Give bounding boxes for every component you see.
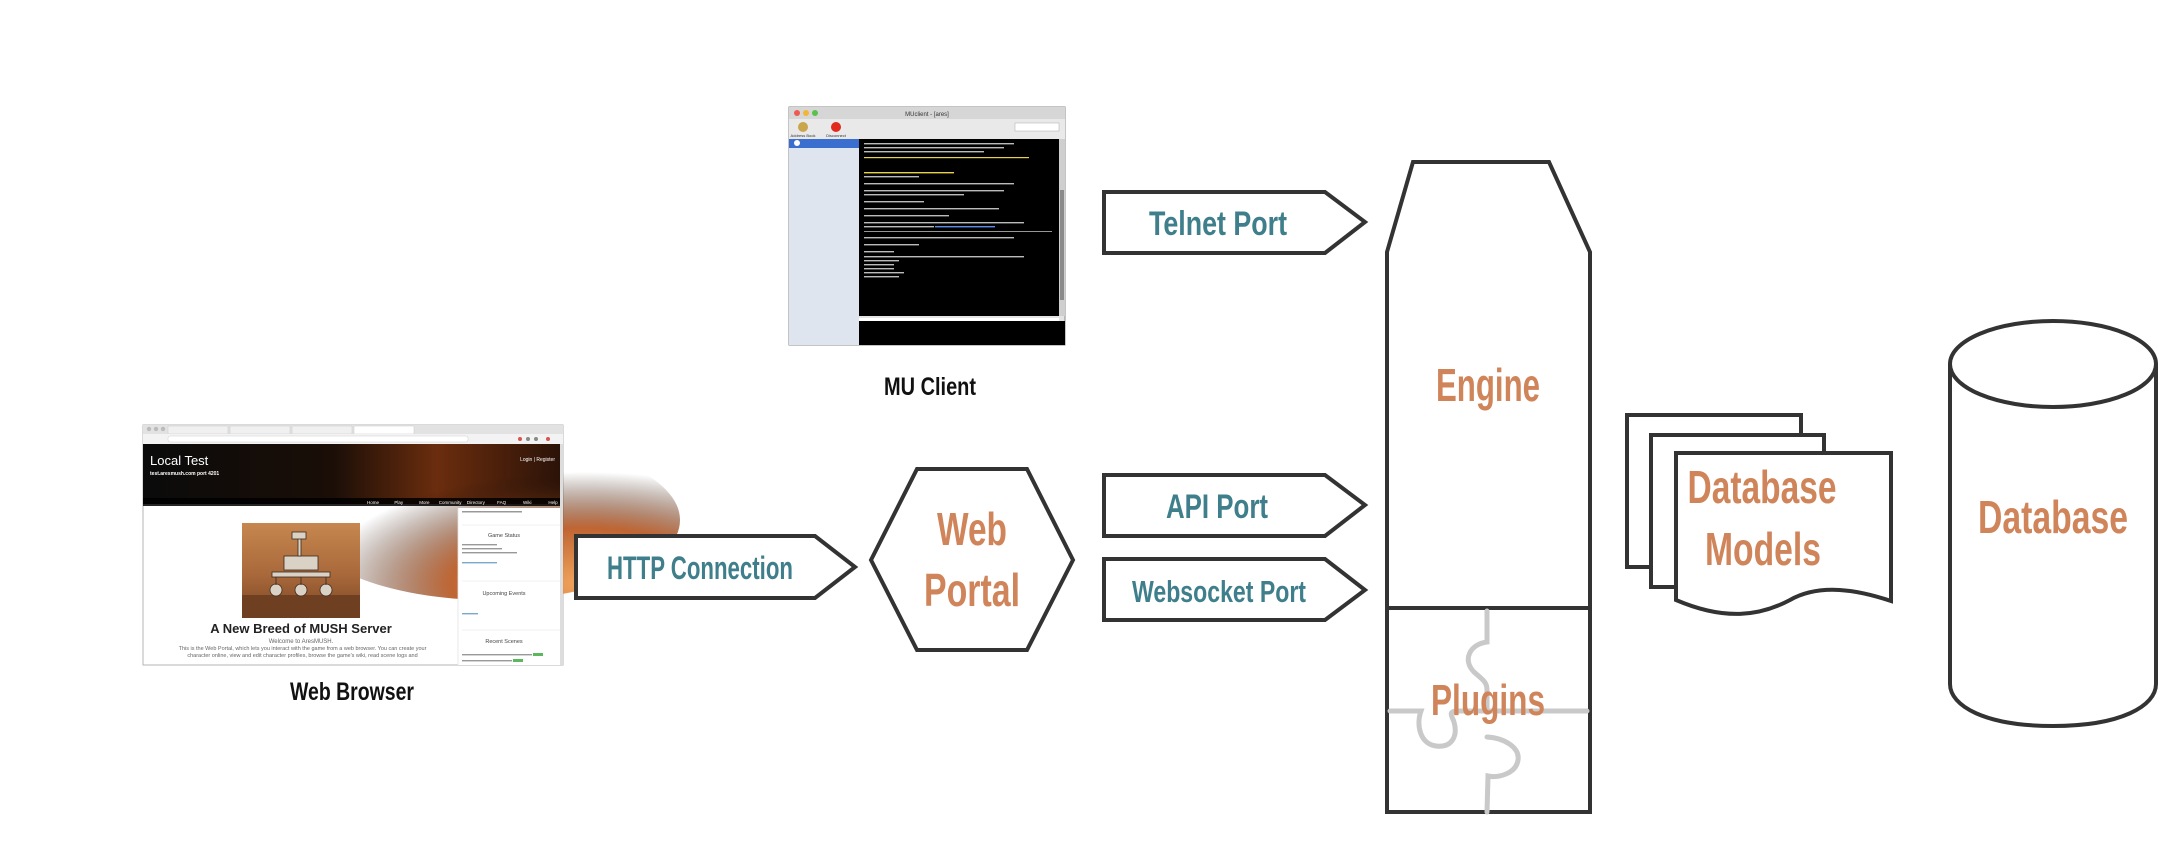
site-nav-item[interactable]: FAQ [497,500,507,505]
browser-tab[interactable] [291,425,353,435]
login-links[interactable]: Login | Register [520,457,555,463]
portal-welcome: Welcome to AresMUSH. [269,639,334,645]
database-label: Database [1978,491,2128,543]
sidebar-recent-scenes: Recent Scenes [485,639,523,645]
site-subtitle: test.aresmush.com port 4201 [150,471,219,477]
browser-scrollbar[interactable] [560,444,563,665]
web-portal-label-line2: Portal [924,564,1020,616]
mu-client-world-list[interactable] [789,139,859,345]
browser-address-bar[interactable] [167,435,469,443]
engine-label: Engine [1436,359,1540,411]
telnet-port-arrow [1102,190,1369,255]
websocket-port-label: Websocket Port [1132,574,1306,609]
mu-client-screenshot: MUclient - [ares] Address Book Disconnec… [788,106,1066,346]
api-port-arrow [1102,473,1369,538]
database-cylinder-top [1948,319,2158,409]
plugins-label: Plugins [1431,676,1545,725]
site-nav-item[interactable]: Community [439,500,463,505]
database-cylinder-body [1948,364,2158,729]
browser-tab[interactable] [229,425,291,435]
websocket-port-arrow [1102,557,1369,622]
site-title: Local Test [150,453,209,468]
http-connection-arrow [574,534,859,600]
site-nav-bar [143,498,563,506]
site-nav-item[interactable]: Play [394,500,404,505]
web-portal-hexagon [868,467,1076,652]
mu-client-output-lines [864,143,1052,278]
web-browser-label: Web Browser [290,678,414,706]
site-nav: Home Play More Community Directory FAQ Wiki Hel… [367,500,558,505]
web-portal-label-line1: Web [937,503,1007,555]
database-models-label-line2: Models [1705,523,1821,575]
database-models-doc-front [1674,451,1893,616]
database-models-label-line1: Database [1688,461,1837,513]
sidebar-upcoming-events: Upcoming Events [482,591,525,597]
address-book-icon[interactable] [798,122,808,132]
mu-client-label: MU Client [884,373,977,401]
mu-client-command-input[interactable] [859,321,1065,345]
portal-headline: A New Breed of MUSH Server [210,621,392,636]
browser-tab-active[interactable] [353,425,415,435]
browser-tab[interactable] [167,425,229,435]
disconnect-label: Disconnect [826,133,847,138]
mu-client-window-title: MUclient - [ares] [905,112,949,118]
api-port-label: API Port [1166,488,1268,526]
mu-client-search-field[interactable] [1014,122,1060,132]
portal-intro-text: This is the Web Portal, which lets you i… [178,646,427,659]
sidebar-game-status: Game Status [488,533,520,539]
http-connection-label: HTTP Connection [607,550,793,586]
site-nav-item[interactable]: Help [548,500,558,505]
puzzle-icon [1387,608,1590,815]
mu-client-output-pane[interactable] [859,139,1059,316]
site-nav-item[interactable]: Home [367,500,380,505]
disconnect-icon[interactable] [831,122,841,132]
rover-icon [269,531,333,597]
site-nav-item[interactable]: Wiki [523,500,532,505]
telnet-port-label: Telnet Port [1149,205,1287,243]
site-nav-item[interactable]: More [419,500,430,505]
portal-intro-container: This is the Web Portal, which lets you i… [178,646,427,659]
address-book-label: Address Book [791,133,816,138]
site-nav-item[interactable]: Directory [467,500,486,505]
